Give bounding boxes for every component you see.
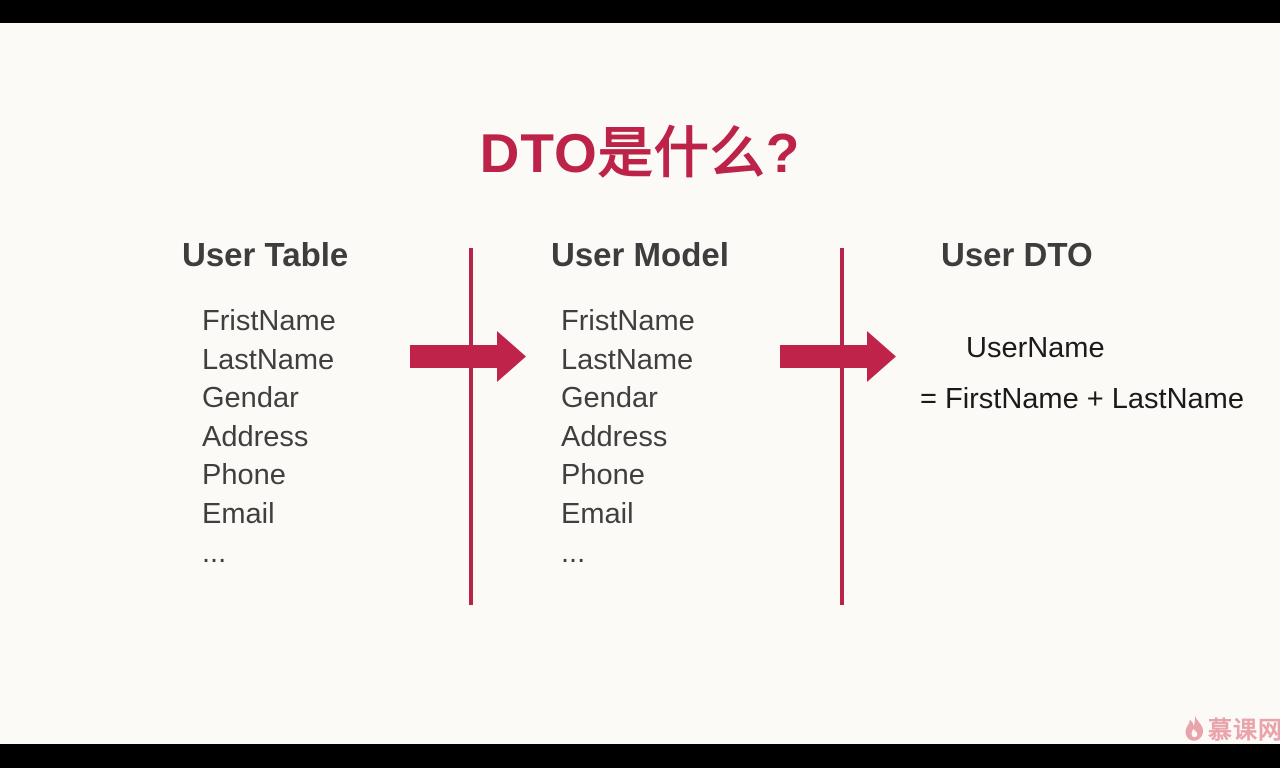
field-item: FristName <box>561 305 695 337</box>
slide: DTO是什么? User Table FristName LastName Ge… <box>0 23 1280 744</box>
field-item: Gendar <box>202 382 299 415</box>
field-item: FristName <box>202 305 336 337</box>
flame-icon <box>1185 714 1204 741</box>
field-item: LastName <box>561 343 694 376</box>
letterbox-bottom <box>0 744 1280 768</box>
field-item: ... <box>561 536 586 569</box>
divider-line <box>469 248 473 605</box>
field-item: ... <box>202 536 227 569</box>
field-item: Gendar <box>561 382 658 415</box>
column-header-user-model: User Model <box>551 236 729 273</box>
letterbox-top <box>0 0 1280 23</box>
field-item: Address <box>202 420 309 453</box>
divider-line <box>840 248 844 605</box>
field-item: Phone <box>202 459 286 492</box>
field-item: Address <box>561 420 668 453</box>
column-header-user-dto: User DTO <box>941 236 1093 273</box>
dto-name-text: UserName <box>966 332 1105 364</box>
brand-label: 慕课网 <box>1208 717 1280 744</box>
user-model-field-list: FristName LastName Gendar Address Phone … <box>561 302 695 572</box>
page-title: DTO是什么? <box>479 122 801 184</box>
field-item: Email <box>202 497 275 530</box>
field-item: Phone <box>561 459 645 492</box>
user-table-field-list: FristName LastName Gendar Address Phone … <box>202 302 336 572</box>
field-item: Email <box>561 497 634 530</box>
arrow-right-icon <box>410 331 526 382</box>
dto-formula-text: = FirstName + LastName <box>920 383 1244 415</box>
arrow-right-icon <box>780 331 896 382</box>
column-header-user-table: User Table <box>182 236 349 273</box>
field-item: LastName <box>202 343 335 376</box>
watermark: 慕课网 <box>1184 710 1280 744</box>
